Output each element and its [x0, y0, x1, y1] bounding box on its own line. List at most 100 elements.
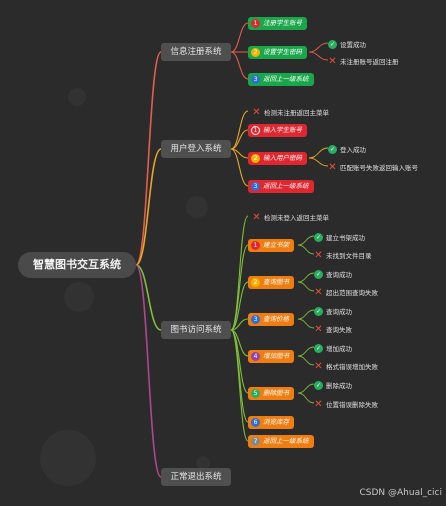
result-text: 未注册账号返回注册	[340, 58, 399, 66]
check-icon: ✓	[314, 232, 323, 242]
result-leaf: ✓ 设置成功	[328, 38, 366, 50]
number-badge: 2	[251, 48, 260, 57]
result-leaf: ✕ 检测未登入返回主菜单	[252, 211, 329, 223]
library-item-6[interactable]: 6 浏览库存	[248, 416, 294, 429]
cross-icon: ✕	[252, 106, 261, 118]
number-badge: 1	[251, 126, 260, 135]
connector-line	[135, 264, 162, 478]
number-badge: 1	[251, 241, 260, 250]
cross-icon: ✕	[314, 249, 323, 261]
exit-system-node[interactable]: 正常退出系统	[161, 468, 231, 486]
check-icon: ✓	[314, 380, 323, 390]
cross-icon: ✕	[328, 55, 337, 67]
result-leaf: ✓ 登入成功	[328, 143, 366, 155]
result-text: 建立书架成功	[326, 234, 365, 242]
library-item-label: 查询图书	[263, 278, 289, 286]
connector-line	[135, 264, 162, 331]
connector-line	[297, 383, 315, 394]
library-item-label: 增加图书	[263, 352, 289, 360]
result-text: 未找到文件目录	[326, 252, 372, 260]
background-bubble	[40, 430, 96, 486]
cross-icon: ✕	[314, 323, 323, 335]
library-item-1[interactable]: 1 建立书架	[248, 239, 294, 252]
connector-line	[230, 129, 249, 150]
connector-line	[230, 22, 249, 53]
check-icon: ✓	[328, 144, 337, 154]
login-item-3[interactable]: 3 返回上一级系统	[248, 180, 314, 193]
number-badge: 3	[251, 315, 260, 324]
connector-line	[308, 147, 329, 159]
result-text: 删除成功	[326, 382, 352, 390]
register-item-1[interactable]: 1 注册学生账号	[248, 17, 307, 30]
library-item-label: 返回上一级系统	[263, 437, 309, 445]
connector-line	[308, 157, 329, 167]
number-badge: 7	[251, 437, 260, 446]
result-text: 登入成功	[340, 146, 366, 154]
connector-line	[135, 51, 162, 266]
library-item-label: 浏览库存	[263, 418, 289, 426]
library-item-3[interactable]: 3 查询价格	[248, 313, 294, 326]
login-system-node[interactable]: 用户登入系统	[161, 140, 231, 158]
check-icon: ✓	[314, 269, 323, 279]
library-item-7[interactable]: 7 返回上一级系统	[248, 435, 314, 448]
library-system-node[interactable]: 图书访问系统	[161, 321, 231, 339]
number-badge: 6	[251, 418, 260, 427]
connector-line	[297, 235, 315, 246]
result-text: 位置错误删除失败	[326, 401, 378, 409]
cross-icon: ✕	[314, 398, 323, 410]
cross-icon: ✕	[314, 286, 323, 298]
result-leaf: ✓ 建立书架成功	[314, 231, 365, 243]
login-item-label: 输入用户密码	[263, 154, 302, 162]
login-item-label: 返回上一级系统	[263, 182, 309, 190]
number-badge: 2	[251, 154, 260, 163]
background-bubble	[64, 282, 94, 312]
result-leaf: ✕ 未找到文件目录	[314, 249, 372, 261]
cross-icon: ✕	[328, 161, 337, 173]
register-system-node[interactable]: 信息注册系统	[161, 43, 231, 61]
result-text: 查询失败	[326, 326, 352, 334]
login-item-label: 输入学生账号	[263, 126, 302, 134]
number-badge: 3	[251, 182, 260, 191]
result-leaf: ✓ 查询成功	[314, 268, 352, 280]
result-leaf: ✕ 检测未注册返回主菜单	[252, 106, 329, 118]
library-item-5[interactable]: 5 删除图书	[248, 387, 294, 400]
register-item-label: 注册学生账号	[263, 19, 302, 27]
library-item-2[interactable]: 2 查询图书	[248, 276, 294, 289]
result-leaf: ✓ 删除成功	[314, 379, 352, 391]
connector-line	[297, 318, 315, 329]
number-badge: 4	[251, 352, 260, 361]
result-leaf: ✓ 查询成功	[314, 305, 352, 317]
check-icon: ✓	[314, 306, 323, 316]
number-badge: 2	[251, 278, 260, 287]
connector-line	[230, 318, 249, 331]
result-text: 查询成功	[326, 271, 352, 279]
watermark: CSDN @Ahual_cici	[359, 488, 443, 498]
cross-icon: ✕	[314, 360, 323, 372]
login-item-2[interactable]: 2 输入用户密码	[248, 152, 307, 165]
root-node: 智慧图书交互系统	[18, 252, 136, 278]
check-icon: ✓	[314, 343, 323, 353]
result-leaf: ✕ 未注册账号返回注册	[328, 55, 399, 67]
result-leaf: ✕ 格式错误增加失败	[314, 360, 378, 372]
library-item-4[interactable]: 4 增加图书	[248, 350, 294, 363]
login-item-1[interactable]: 1 输入学生账号	[248, 124, 307, 137]
register-item-2[interactable]: 2 设置学生密码	[248, 46, 307, 59]
result-text: 增加成功	[326, 345, 352, 353]
connector-line	[297, 346, 315, 357]
connector-line	[308, 51, 329, 61]
connector-line	[230, 215, 249, 331]
connector-line	[230, 148, 249, 187]
check-icon: ✓	[328, 39, 337, 49]
number-badge: 5	[251, 389, 260, 398]
connector-line	[297, 244, 315, 255]
connector-line	[297, 309, 315, 320]
register-item-label: 设置学生密码	[263, 48, 302, 56]
connector-line	[297, 355, 315, 366]
connector-line	[230, 329, 249, 442]
result-leaf: ✕ 查询失败	[314, 323, 352, 335]
connector-line	[297, 272, 315, 283]
result-leaf: ✕ 超出范围查询失败	[314, 286, 378, 298]
library-item-label: 删除图书	[263, 389, 289, 397]
register-item-3[interactable]: 3 返回上一级系统	[248, 73, 314, 86]
